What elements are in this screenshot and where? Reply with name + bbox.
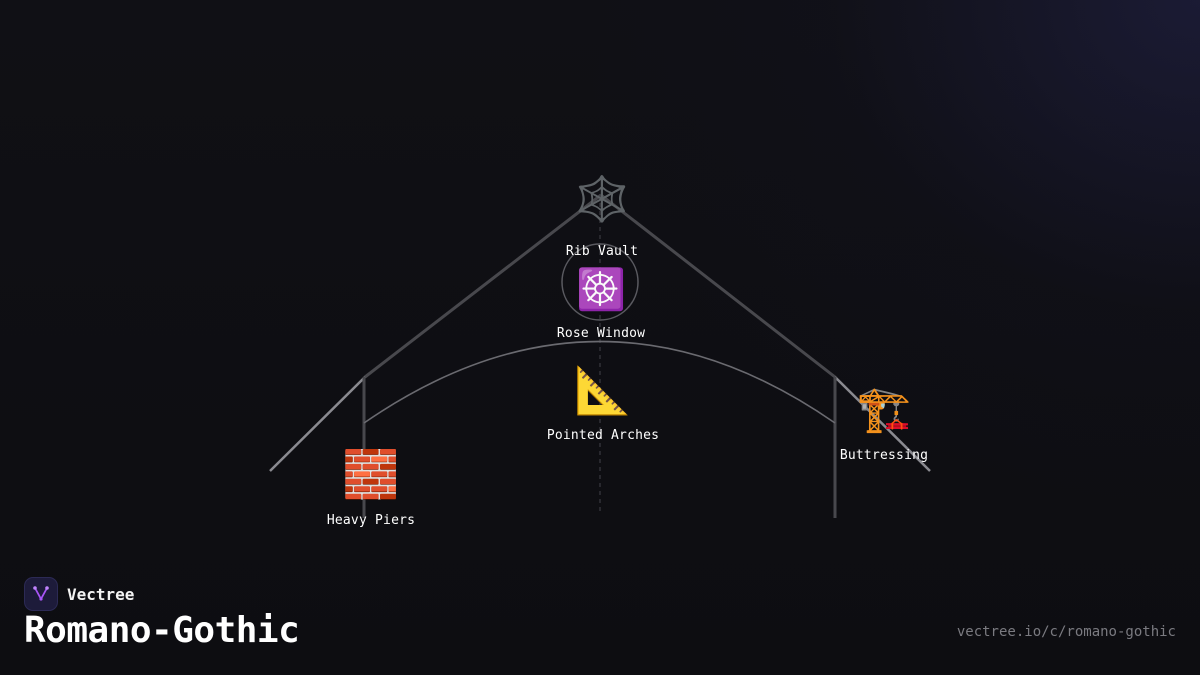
node-buttressing[interactable]: 🏗️ Buttressing [839, 384, 929, 464]
node-rib-vault[interactable]: 🕸️ Rib Vault [565, 174, 639, 260]
vectree-logo-icon [24, 577, 58, 611]
node-label-rose-window: Rose Window [556, 326, 646, 341]
buttress-strut-left [269, 376, 366, 472]
brick-icon: 🧱 [342, 447, 400, 501]
node-label-buttressing: Buttressing [839, 448, 929, 463]
wheel-of-dharma-icon: ☸️ [576, 267, 626, 313]
node-pointed-arches[interactable]: 📐 Pointed Arches [547, 367, 659, 443]
rose-window-ring [561, 243, 639, 321]
page-url[interactable]: vectree.io/c/romano-gothic [956, 624, 1176, 640]
pointed-arch-curve [363, 340, 836, 424]
brand[interactable]: Vectree [24, 577, 134, 611]
construction-crane-icon: 🏗️ [856, 384, 912, 435]
brand-name: Vectree [67, 584, 135, 604]
node-rose-window[interactable]: ☸️ Rose Window [557, 270, 645, 341]
node-label-pointed-arches: Pointed Arches [546, 428, 660, 443]
triangular-ruler-icon: 📐 [574, 363, 632, 417]
spider-web-icon: 🕸️ [574, 174, 630, 225]
roof-line-right [600, 193, 836, 379]
buttress-strut-right [834, 376, 931, 472]
node-label-heavy-piers: Heavy Piers [326, 513, 416, 528]
page-title: Romano-Gothic [24, 610, 300, 651]
node-heavy-piers[interactable]: 🧱 Heavy Piers [327, 451, 415, 528]
roof-line-left [364, 193, 602, 379]
node-label-rib-vault: Rib Vault [565, 244, 639, 259]
